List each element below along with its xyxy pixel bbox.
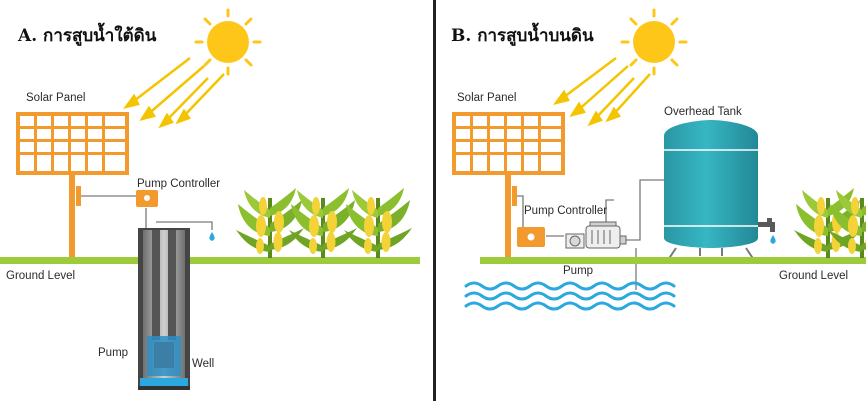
water-tank-icon xyxy=(664,120,758,261)
pump-controller-icon xyxy=(136,190,158,207)
panel-b-title: B. การสูบน้ำบนดิน xyxy=(451,22,594,47)
pump-body xyxy=(154,342,174,368)
pump-controller-label: Pump Controller xyxy=(137,178,220,190)
ground-level-line-a xyxy=(0,257,420,264)
sun-rays xyxy=(122,57,225,129)
panel-divider xyxy=(433,0,436,401)
panel-a: A. การสูบน้ำใต้ดิน xyxy=(0,8,420,390)
panel-b: B. การสูบน้ำบนดิน xyxy=(451,8,866,311)
solar-panel-icon xyxy=(16,112,129,261)
water-waves xyxy=(464,281,676,311)
pump-icon xyxy=(565,221,627,249)
panel-a-title: A. การสูบน้ำใต้ดิน xyxy=(17,22,157,47)
sun-rays xyxy=(552,57,651,127)
corn-plant-icon xyxy=(236,188,412,258)
ground-level-label-a: Ground Level xyxy=(6,270,75,282)
well-icon xyxy=(138,228,190,390)
solar-panel-icon xyxy=(452,112,565,261)
pump-controller-label: Pump Controller xyxy=(524,205,607,217)
ground-level-line-b xyxy=(480,257,866,264)
faucet-icon xyxy=(758,218,775,232)
pump-controller-icon xyxy=(517,227,545,247)
corn-plant-icon xyxy=(794,188,866,258)
pump-label-a: Pump xyxy=(98,347,128,359)
solar-panel-label: Solar Panel xyxy=(457,92,516,104)
overhead-tank-label: Overhead Tank xyxy=(664,106,742,118)
sun-icon xyxy=(194,8,262,76)
sun-icon xyxy=(620,8,688,76)
ground-level-label-b: Ground Level xyxy=(779,270,848,282)
solar-panel-label: Solar Panel xyxy=(26,92,85,104)
water-drop-icon xyxy=(770,235,776,244)
water-drop-icon xyxy=(209,232,215,241)
well-label: Well xyxy=(192,358,214,370)
pump-label-b: Pump xyxy=(563,265,593,277)
